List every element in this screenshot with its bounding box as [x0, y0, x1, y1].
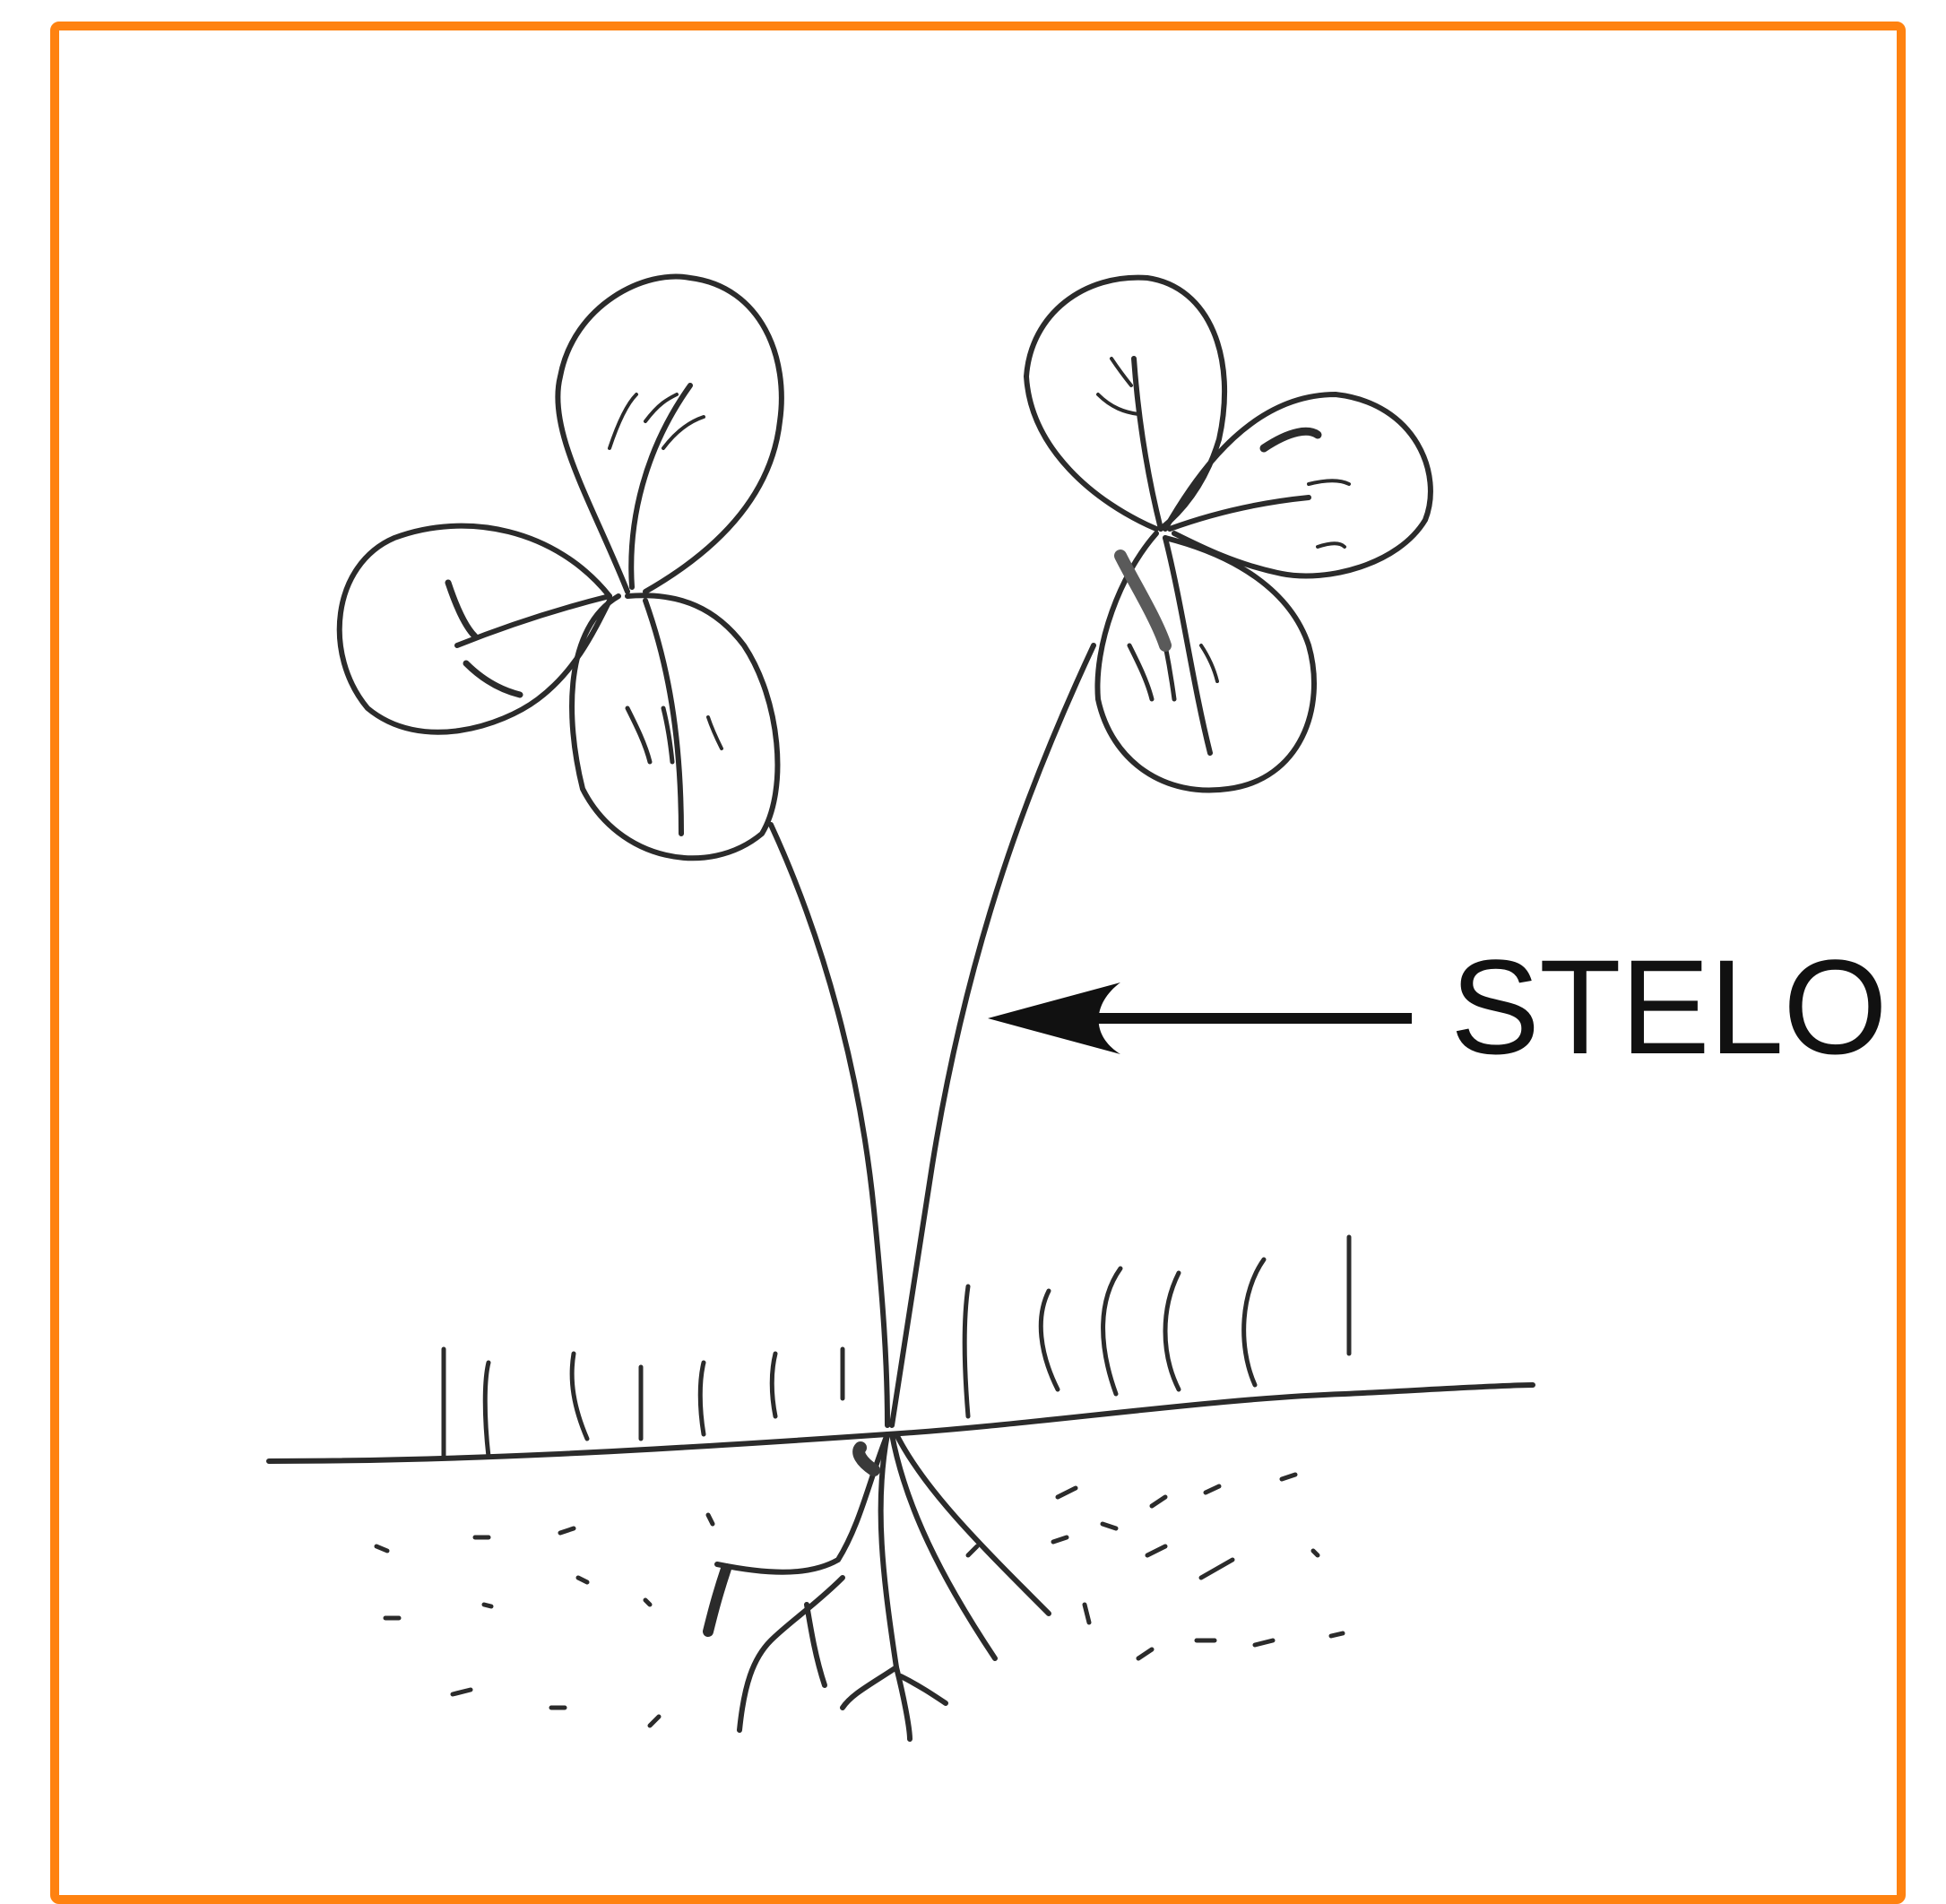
ground-line: [269, 1385, 1533, 1461]
right-clover-leaves: [1026, 278, 1431, 791]
stem-label: STELO: [1450, 939, 1887, 1074]
left-clover-leaves: [340, 276, 782, 858]
roots: [708, 1434, 1049, 1739]
left-arrow-icon: [988, 982, 1412, 1054]
stems: [771, 645, 1094, 1425]
grass-blades: [444, 1237, 1349, 1457]
